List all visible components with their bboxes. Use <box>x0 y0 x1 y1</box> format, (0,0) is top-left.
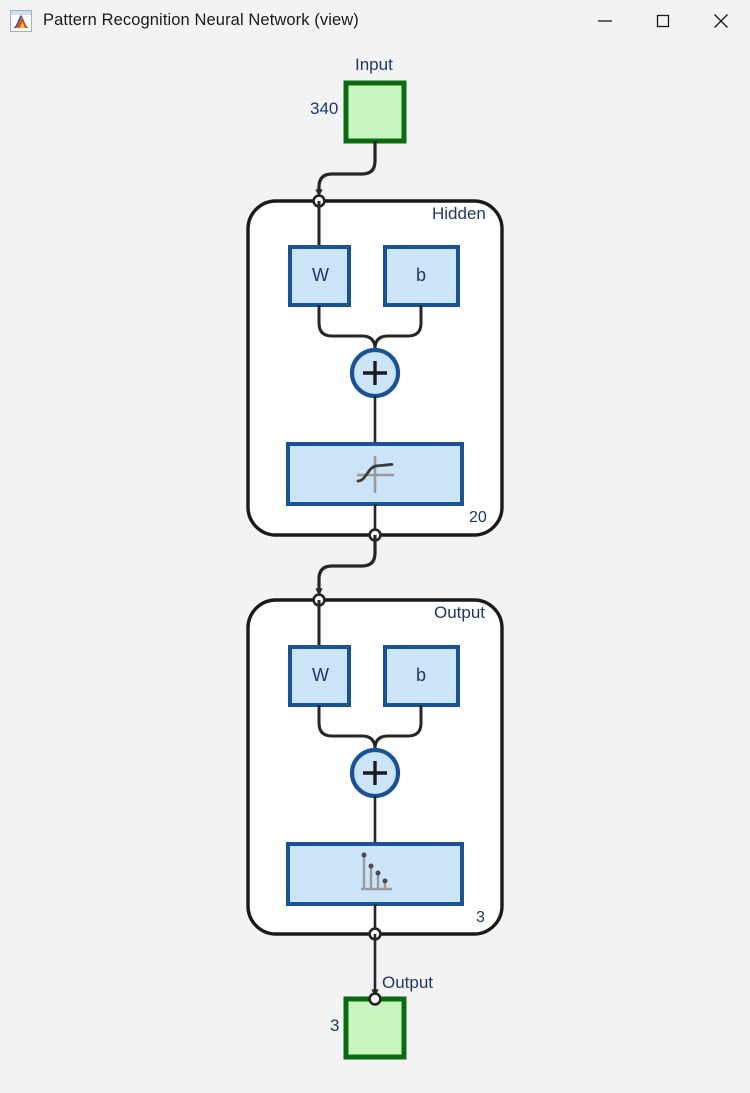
input-size-label: 340 <box>310 99 339 118</box>
matlab-membrane-icon <box>10 9 32 32</box>
network-diagram-svg <box>246 80 504 1060</box>
output-block-size-label: 3 <box>330 1016 340 1035</box>
hidden-bias-label: b <box>416 265 427 285</box>
output-layer-size-label: 3 <box>476 909 485 926</box>
maximize-icon[interactable] <box>634 0 692 41</box>
tansig-sigmoid-icon <box>356 456 394 493</box>
hidden-layer-internals <box>286 201 464 535</box>
output-layer-internals <box>286 600 464 934</box>
window-title: Pattern Recognition Neural Network (view… <box>43 11 359 29</box>
connection-hidden-to-output <box>315 535 377 596</box>
network-diagram-canvas: Input 340 Hidden 20 W b Output 3 W b Out… <box>0 41 750 1093</box>
output-bias-label: b <box>416 665 427 685</box>
window-titlebar: Pattern Recognition Neural Network (view… <box>0 0 750 41</box>
hidden-layer-size-label: 20 <box>469 509 487 526</box>
input-block <box>343 80 407 144</box>
connection-input-to-hidden <box>315 141 377 197</box>
minimize-icon[interactable] <box>576 0 634 41</box>
output-block <box>343 992 407 1060</box>
hidden-layer-label: Hidden <box>432 204 486 223</box>
input-label: Input <box>355 55 393 74</box>
output-block-label: Output <box>382 973 434 992</box>
softmax-icon <box>361 852 392 891</box>
hidden-weight-label: W <box>312 265 329 285</box>
output-weight-label: W <box>312 665 329 685</box>
output-layer-label: Output <box>434 603 486 622</box>
close-icon[interactable] <box>692 0 750 41</box>
